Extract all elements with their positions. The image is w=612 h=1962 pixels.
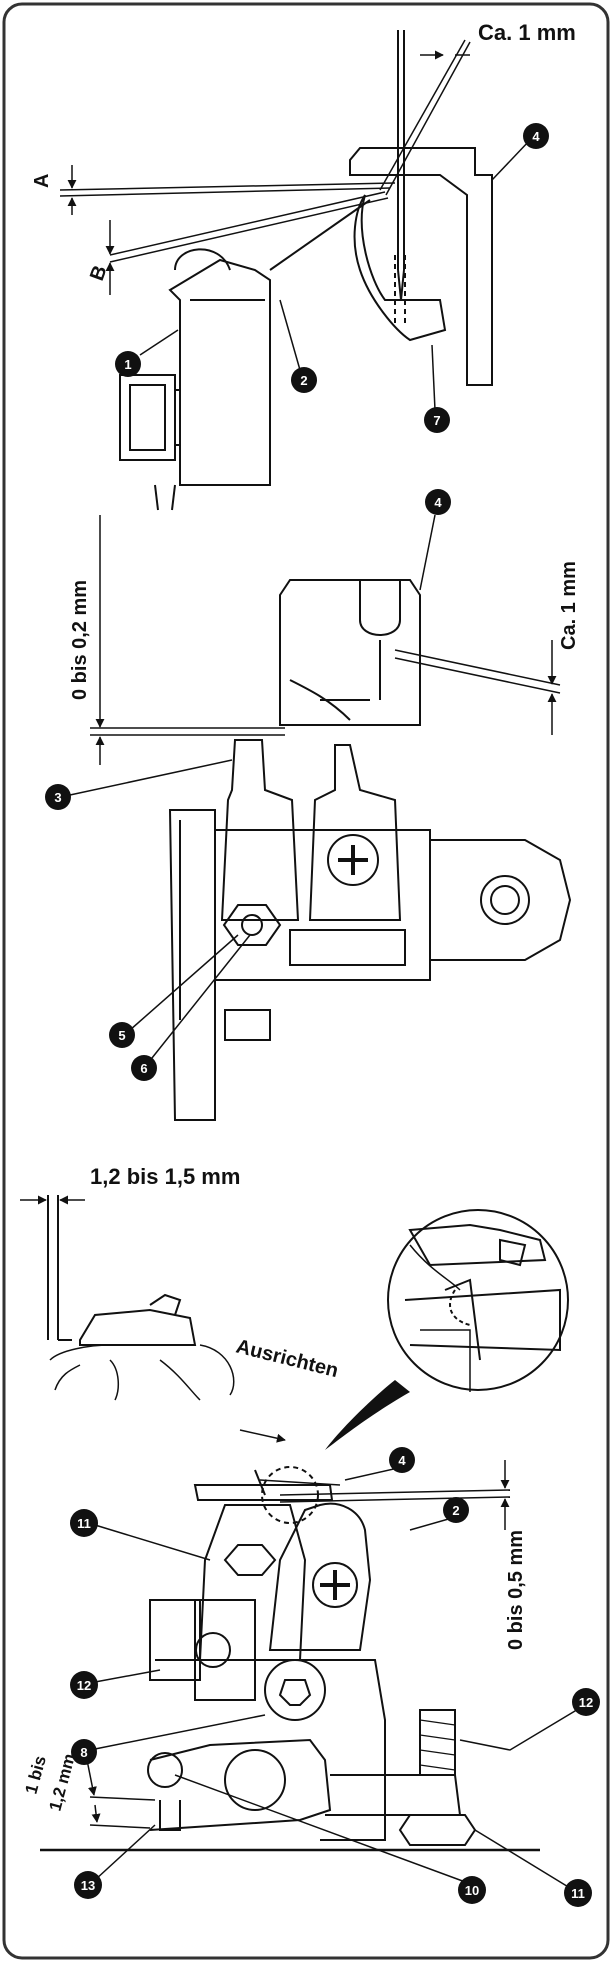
callout-11-b: 11	[564, 1879, 592, 1907]
callout-6: 6	[131, 1055, 157, 1081]
dim-horizontal-gap: 1,2 bis 1,5 mm	[90, 1164, 240, 1189]
svg-text:2: 2	[300, 373, 307, 388]
svg-text:8: 8	[80, 1745, 87, 1760]
callout-4-c: 4	[389, 1447, 415, 1473]
dim-arrows-panel2	[95, 515, 557, 765]
dim-small-gap-2: 1,2 mm	[46, 1752, 80, 1814]
magnifier-connector	[325, 1380, 410, 1450]
svg-text:5: 5	[118, 1028, 125, 1043]
svg-text:10: 10	[465, 1883, 479, 1898]
callout-4-a: 4	[523, 123, 549, 149]
panel-adjustment-view	[40, 1466, 540, 1852]
callout-11-a: 11	[70, 1509, 98, 1537]
svg-text:1: 1	[124, 357, 131, 372]
leaders-panel2	[69, 514, 436, 1064]
dim-arrows-panel1	[67, 50, 470, 295]
callout-12-b: 12	[572, 1688, 600, 1716]
svg-text:2: 2	[452, 1503, 459, 1518]
dim-small-gap-1: 1 bis	[22, 1754, 50, 1796]
callout-10: 10	[458, 1876, 486, 1904]
leaders-panel1	[139, 139, 531, 411]
svg-text:6: 6	[140, 1061, 147, 1076]
callout-5: 5	[109, 1022, 135, 1048]
dim-needle-gap: Ca. 1 mm	[478, 20, 576, 45]
dim-label-b: B	[86, 263, 112, 284]
panel-top-view	[59, 30, 493, 511]
svg-text:11: 11	[77, 1516, 91, 1531]
dim-arrows-panel3b	[86, 1429, 510, 1829]
dim-side-gap: Ca. 1 mm	[558, 561, 580, 650]
dim-label-a: A	[31, 174, 53, 188]
callout-12-a: 12	[70, 1671, 98, 1699]
magnifier-detail	[387, 1209, 569, 1392]
callout-7: 7	[424, 407, 450, 433]
callout-2-b: 2	[443, 1497, 469, 1523]
svg-text:13: 13	[81, 1878, 95, 1893]
svg-text:12: 12	[77, 1678, 91, 1693]
svg-text:3: 3	[54, 790, 61, 805]
callout-13: 13	[74, 1871, 102, 1899]
callout-2-a: 2	[291, 367, 317, 393]
svg-text:12: 12	[579, 1695, 593, 1710]
dim-bottom-gap: 0 bis 0,5 mm	[505, 1530, 527, 1650]
panel-side-detail	[47, 1195, 235, 1401]
callout-1: 1	[115, 351, 141, 377]
leaders-panel3	[94, 1467, 581, 1889]
svg-text:7: 7	[433, 413, 440, 428]
callout-4-b: 4	[425, 489, 451, 515]
dim-vertical-gap: 0 bis 0,2 mm	[69, 580, 91, 700]
panel-front-view	[90, 579, 572, 1121]
svg-text:4: 4	[532, 129, 540, 144]
svg-text:4: 4	[434, 495, 442, 510]
callout-8: 8	[71, 1739, 97, 1765]
dim-align: Ausrichten	[234, 1336, 341, 1383]
svg-text:4: 4	[398, 1453, 406, 1468]
callout-3: 3	[45, 784, 71, 810]
svg-text:11: 11	[571, 1886, 585, 1901]
